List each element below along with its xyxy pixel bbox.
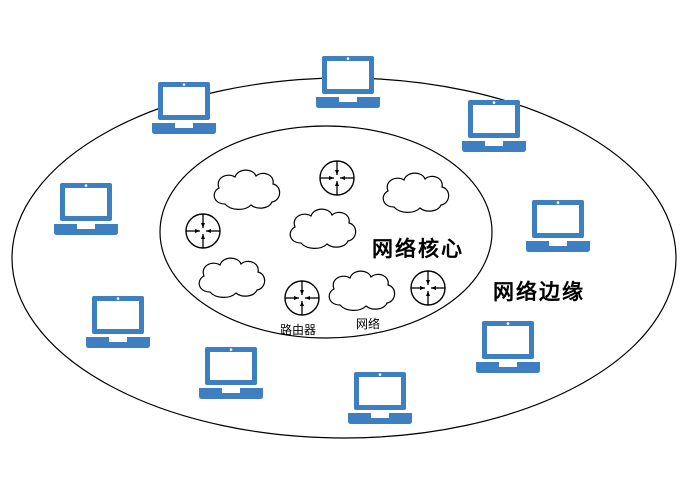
router-icon	[410, 270, 446, 306]
router-icon	[319, 160, 355, 196]
laptop-icon	[54, 183, 118, 235]
network-edge-boundary	[11, 77, 677, 439]
laptop-icon	[526, 200, 590, 252]
cloud-icon	[382, 172, 450, 213]
network-core-label: 网络核心	[372, 237, 464, 261]
laptop-icon	[462, 100, 526, 152]
cloud-icon	[198, 257, 266, 298]
network-core-boundary	[159, 125, 493, 339]
laptop-icon	[152, 82, 216, 134]
network-edge-label: 网络边缘	[493, 280, 585, 304]
laptop-icon	[86, 296, 150, 348]
cloud-icon	[213, 169, 281, 210]
network-label: 网络	[356, 316, 380, 331]
cloud-icon	[328, 270, 396, 311]
laptop-icon	[348, 372, 412, 424]
laptop-icon	[476, 321, 540, 373]
laptop-icon	[316, 56, 380, 108]
router-label: 路由器	[280, 322, 316, 337]
router-icon	[284, 280, 320, 316]
router-icon	[185, 213, 221, 249]
laptop-icon	[199, 347, 263, 399]
cloud-icon	[289, 208, 357, 249]
